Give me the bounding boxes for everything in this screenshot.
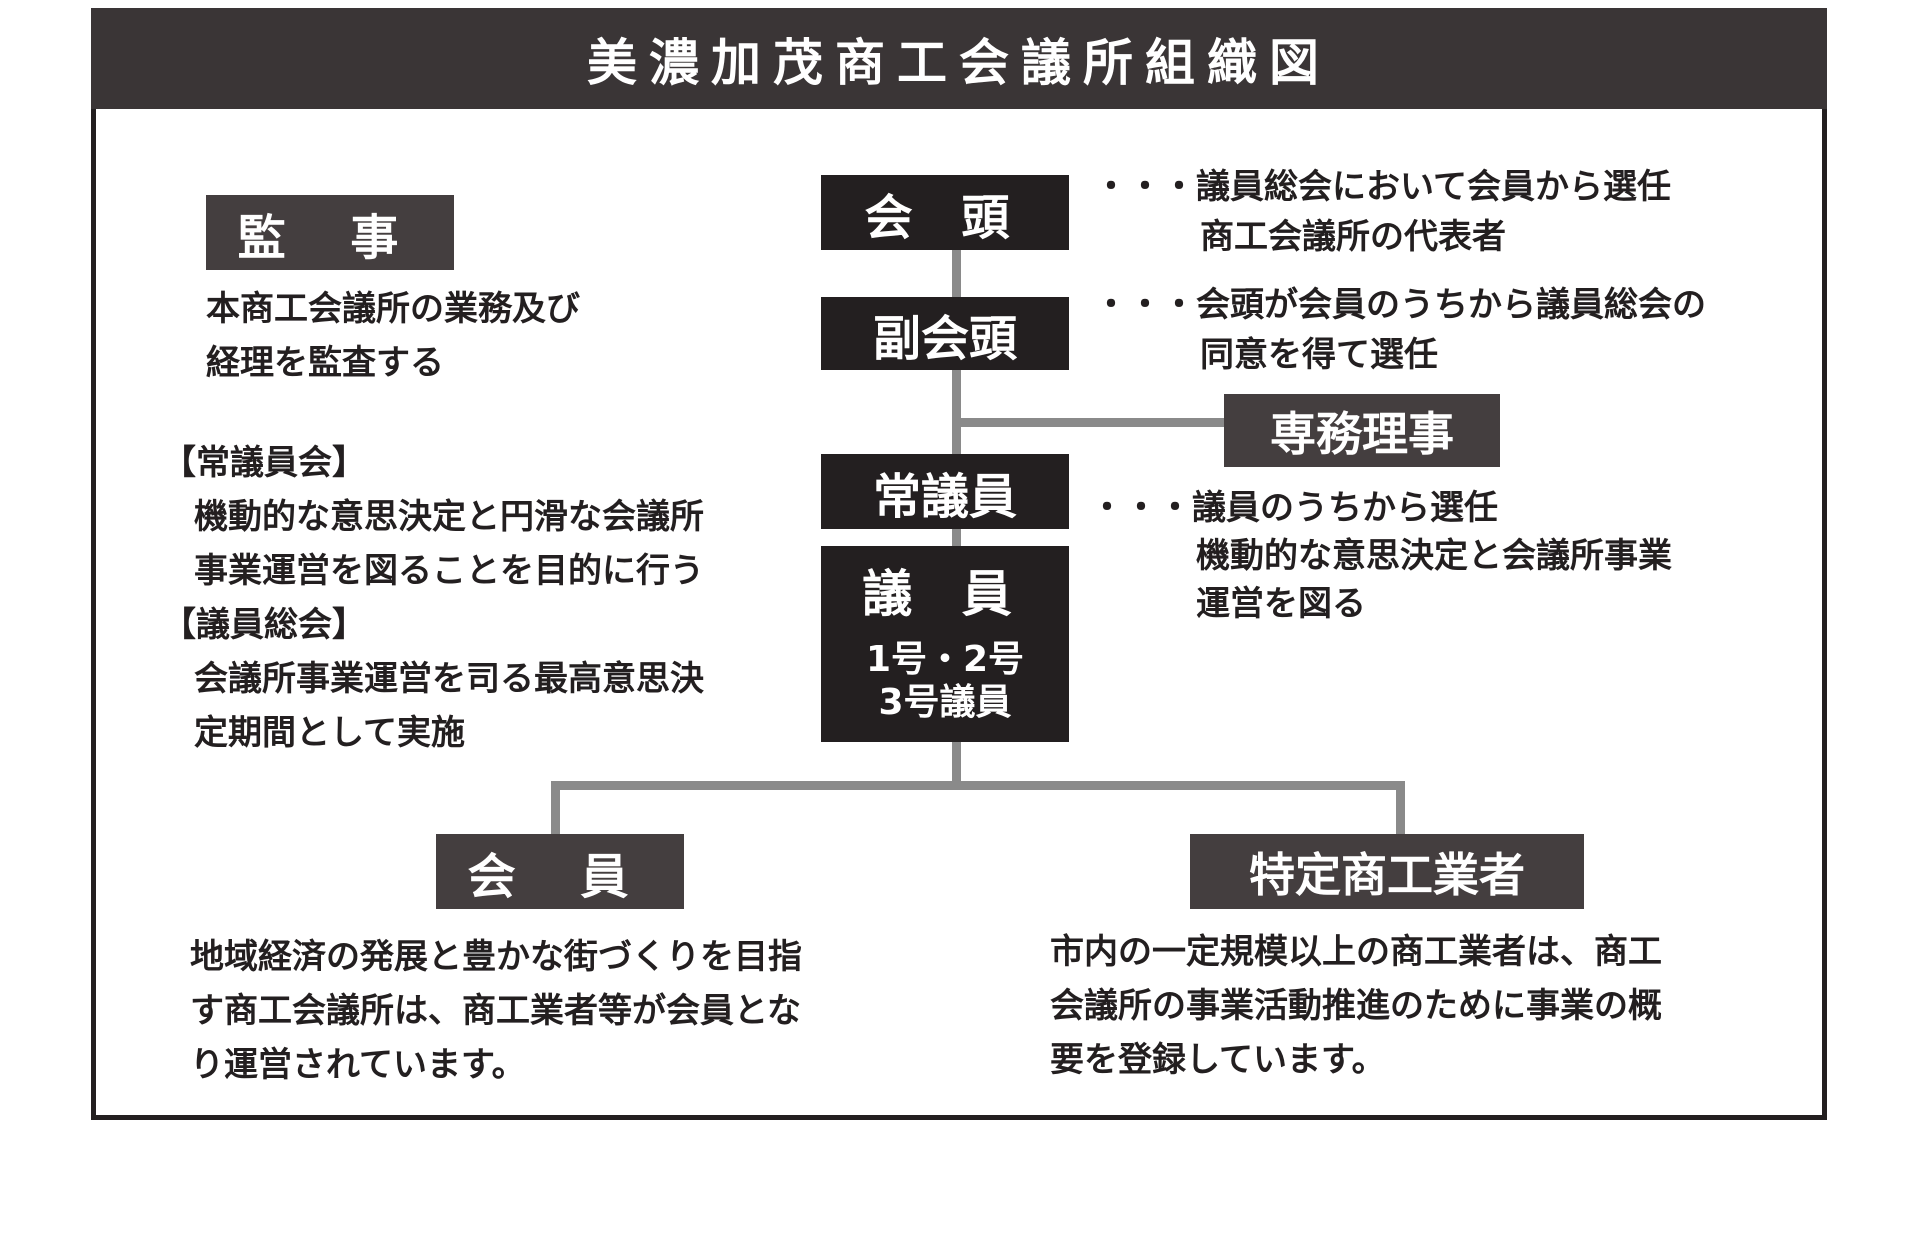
giinsokai-heading: 【議員総会】	[162, 605, 366, 645]
node-giin: 議 員 1号・2号 3号議員	[821, 546, 1069, 742]
node-jogiin: 常議員	[821, 454, 1069, 529]
desc-fukukaito-line1: ・・・会頭が会員のうちから議員総会の	[1094, 285, 1706, 325]
desc-kaito-line2: 商工会議所の代表者	[1200, 217, 1506, 257]
node-giin-sub2: 3号議員	[878, 682, 1012, 723]
node-kanji: 監 事	[206, 195, 454, 270]
desc-tokutei: 市内の一定規模以上の商工業者は、商工 会議所の事業活動推進のために事業の概 要を…	[1050, 925, 1662, 1087]
desc-jogiinkai: 【常議員会】 機動的な意思決定と円滑な会議所 事業運営を図ることを目的に行う 【…	[162, 436, 704, 760]
desc-kanji: 本商工会議所の業務及び 経理を監査する	[206, 282, 580, 390]
desc-kaiin-line3: り運営されています。	[190, 1045, 526, 1085]
connector-jomu	[952, 418, 1228, 427]
desc-fukukaito: ・・・会頭が会員のうちから議員総会の 同意を得て選任	[1094, 280, 1706, 380]
desc-jogiin-line2: 機動的な意思決定と会議所事業	[1196, 536, 1672, 576]
connector-kaiin	[551, 781, 560, 841]
diagram-title: 美濃加茂商工会議所組織図	[91, 8, 1827, 109]
node-giin-title: 議 員	[862, 564, 1028, 623]
desc-jogiin-line1: ・・・議員のうちから選任	[1090, 488, 1498, 528]
node-fukukaito: 副会頭	[821, 297, 1069, 370]
node-jomu-riji: 専務理事	[1224, 394, 1500, 467]
connector-bottom-horizontal	[551, 781, 1405, 790]
desc-kaito-line1: ・・・議員総会において会員から選任	[1094, 167, 1671, 207]
desc-fukukaito-line2: 同意を得て選任	[1200, 335, 1438, 375]
connector-tokutei	[1396, 781, 1405, 841]
desc-kaito: ・・・議員総会において会員から選任 商工会議所の代表者	[1094, 162, 1671, 262]
desc-giinsokai-line2: 定期間として実施	[194, 713, 465, 753]
desc-tokutei-line1: 市内の一定規模以上の商工業者は、商工	[1050, 932, 1662, 972]
node-kaiin: 会 員	[436, 834, 684, 909]
desc-kaiin-line2: す商工会議所は、商工業者等が会員とな	[190, 991, 801, 1031]
jogiinkai-heading: 【常議員会】	[162, 443, 366, 483]
desc-jogiinkai-line2: 事業運営を図ることを目的に行う	[194, 551, 704, 591]
desc-kanji-line2: 経理を監査する	[206, 343, 444, 383]
desc-kaiin: 地域経済の発展と豊かな街づくりを目指 す商工会議所は、商工業者等が会員とな り運…	[190, 930, 802, 1092]
node-kaito: 会 頭	[821, 175, 1069, 250]
desc-tokutei-line2: 会議所の事業活動推進のために事業の概	[1050, 986, 1662, 1026]
desc-jogiinkai-line1: 機動的な意思決定と円滑な会議所	[194, 497, 704, 537]
desc-jogiin: ・・・議員のうちから選任 機動的な意思決定と会議所事業 運営を図る	[1090, 484, 1672, 628]
desc-kaiin-line1: 地域経済の発展と豊かな街づくりを目指	[190, 937, 802, 977]
node-giin-sub1: 1号・2号	[865, 638, 1025, 680]
node-tokutei-shokogyosha: 特定商工業者	[1190, 834, 1584, 909]
desc-giinsokai-line1: 会議所事業運営を司る最高意思決	[194, 659, 704, 699]
desc-tokutei-line3: 要を登録しています。	[1050, 1040, 1386, 1080]
desc-jogiin-line3: 運営を図る	[1196, 584, 1366, 624]
desc-kanji-line1: 本商工会議所の業務及び	[206, 289, 580, 329]
